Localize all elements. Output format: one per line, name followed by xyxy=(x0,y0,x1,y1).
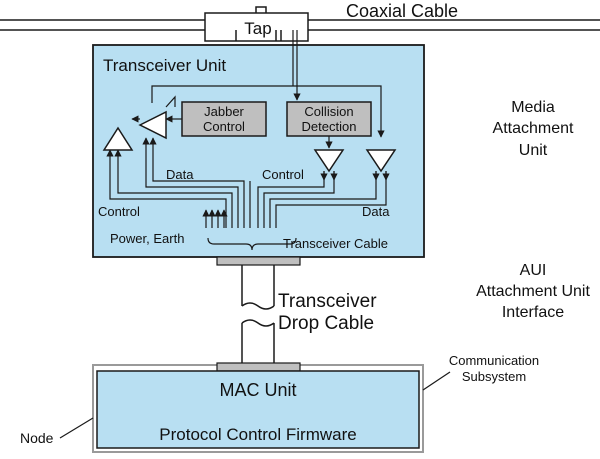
aui-line3: Interface xyxy=(502,304,564,321)
data-left-label: Data xyxy=(166,167,194,182)
drop-cable-line1: Transceiver xyxy=(278,291,377,312)
transceiver-connector xyxy=(216,256,301,266)
tap-wires xyxy=(151,30,385,138)
mau-line1: Media xyxy=(511,99,555,116)
mac-unit-box xyxy=(96,370,420,449)
drop-cable xyxy=(241,265,275,365)
mau-line3: Unit xyxy=(519,142,548,159)
drop-cable-line2: Drop Cable xyxy=(278,313,374,334)
tap-label: Tap xyxy=(244,19,271,38)
comm-subsystem-leader xyxy=(422,371,451,391)
protocol-firmware-label: Protocol Control Firmware xyxy=(159,425,356,444)
collision-amplifier-icon xyxy=(313,149,345,173)
collision-line2: Detection xyxy=(302,119,357,134)
coaxial-cable-label: Coaxial Cable xyxy=(346,1,458,21)
node-label: Node xyxy=(20,430,54,446)
data-amplifier-icon xyxy=(365,149,397,173)
jabber-line1: Jabber xyxy=(204,104,244,119)
internal-connectors xyxy=(131,95,333,149)
comm-subsystem-line2: Subsystem xyxy=(462,369,526,384)
mau-line2: Attachment xyxy=(493,120,574,137)
middle-amplifier-icon xyxy=(138,110,167,140)
collision-detection-box: Collision Detection xyxy=(286,101,372,137)
control-left-label: Control xyxy=(98,204,140,219)
mac-connector xyxy=(216,362,301,372)
collision-line1: Collision xyxy=(304,104,353,119)
control-mid-label: Control xyxy=(262,167,304,182)
aui-line2: Attachment Unit xyxy=(476,283,590,300)
jabber-line2: Control xyxy=(203,119,245,134)
mac-unit-title: MAC Unit xyxy=(219,380,296,400)
node-leader xyxy=(59,417,94,439)
transceiver-unit-title: Transceiver Unit xyxy=(103,56,226,75)
transceiver-cable-label: Transceiver Cable xyxy=(283,236,388,251)
tap: Tap xyxy=(204,6,309,42)
power-earth-label: Power, Earth xyxy=(110,231,184,246)
comm-subsystem-line1: Communication xyxy=(449,353,539,368)
jabber-control-box: Jabber Control xyxy=(181,101,267,137)
aui-line1: AUI xyxy=(520,262,547,279)
cable-bundle-lines xyxy=(106,137,390,251)
data-right-label: Data xyxy=(362,204,390,219)
